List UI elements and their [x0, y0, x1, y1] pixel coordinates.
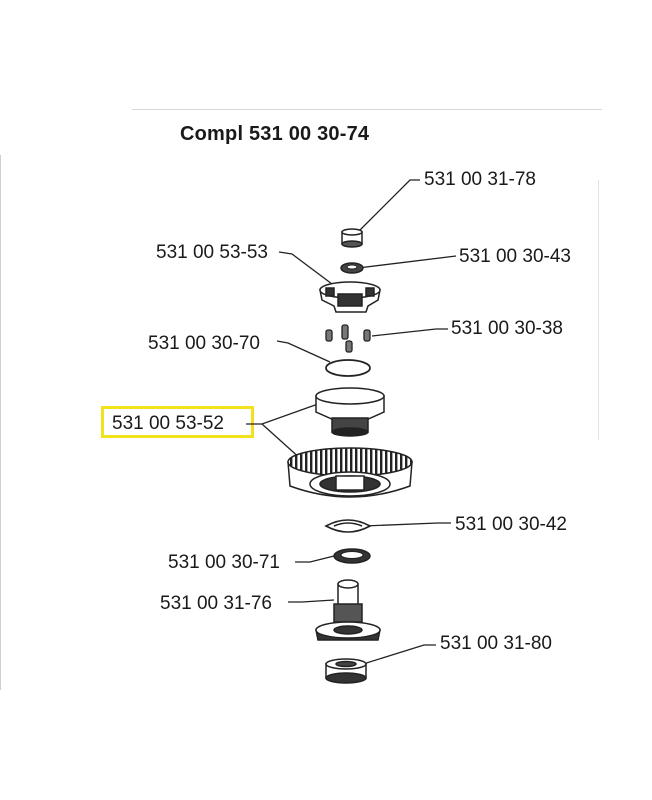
part-bushing-bottom — [325, 658, 367, 684]
part-label-531-00-30-38[interactable]: 531 00 30-38 — [451, 318, 563, 339]
assembly-title: Compl 531 00 30-74 — [180, 123, 370, 145]
part-label-531-00-53-52[interactable]: 531 00 53-52 — [112, 413, 224, 434]
part-washer-upper — [325, 359, 371, 377]
part-bevel-gear — [287, 447, 413, 498]
left-border-line — [0, 155, 1, 690]
part-label-531-00-30-70[interactable]: 531 00 30-70 — [148, 333, 260, 354]
part-upper-housing — [319, 281, 381, 313]
part-bushing-top — [341, 228, 363, 248]
part-pinion-hub — [315, 387, 385, 437]
highlight-box — [101, 406, 254, 438]
part-small-ring — [340, 262, 364, 274]
part-washer-thick — [333, 548, 371, 564]
part-rollers — [325, 324, 371, 353]
part-label-531-00-53-53[interactable]: 531 00 53-53 — [156, 242, 268, 263]
right-border-line — [598, 180, 599, 440]
part-label-531-00-31-76[interactable]: 531 00 31-76 — [160, 593, 272, 614]
part-label-531-00-31-78[interactable]: 531 00 31-78 — [424, 169, 536, 190]
part-washer-mid — [324, 519, 372, 533]
part-shaft — [315, 579, 381, 641]
leader-lines — [246, 179, 457, 666]
part-label-531-00-31-80[interactable]: 531 00 31-80 — [440, 633, 552, 654]
top-border-line — [132, 109, 602, 110]
part-label-531-00-30-42[interactable]: 531 00 30-42 — [455, 514, 567, 535]
part-label-531-00-30-43[interactable]: 531 00 30-43 — [459, 246, 571, 267]
part-label-531-00-30-71[interactable]: 531 00 30-71 — [168, 552, 280, 573]
